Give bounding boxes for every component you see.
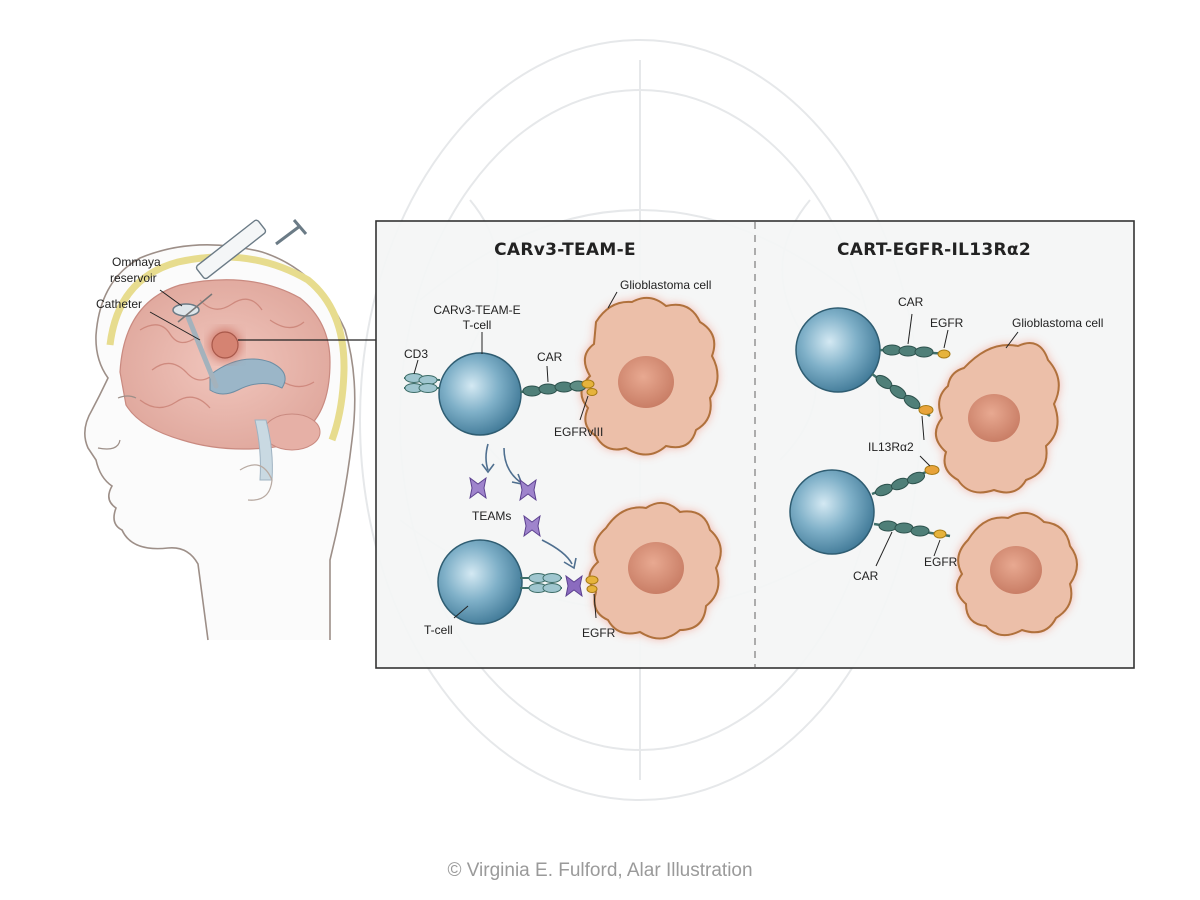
cd3-receptor: [520, 573, 562, 593]
arrow-icon: [481, 443, 577, 570]
tcell-label-line1: CARv3-TEAM-E: [433, 303, 520, 317]
teams-label: TEAMs: [472, 509, 511, 523]
cd3-label: CD3: [404, 347, 428, 361]
glioblastoma-cell: [580, 296, 719, 456]
tcell-label: T-cell: [424, 623, 453, 637]
egfr-antigen: [585, 575, 599, 593]
egfr-label-top: EGFR: [930, 316, 964, 330]
egfrviii-antigen: [581, 379, 598, 396]
catheter-label: Catheter: [96, 297, 142, 311]
cd3-receptor: [403, 373, 441, 393]
egfr-label: EGFR: [582, 626, 616, 640]
car-label-bottom: CAR: [853, 569, 879, 583]
glioblastoma-cell: [588, 501, 722, 640]
car-t-cell: [789, 469, 875, 555]
ommaya-device: [149, 219, 376, 389]
t-cell: [437, 539, 523, 625]
car-receptor: [871, 465, 940, 497]
car-label-top: CAR: [898, 295, 924, 309]
car-receptor: [879, 344, 951, 359]
reservoir-label: reservoir: [110, 271, 157, 285]
left-panel-title: CARv3-TEAM-E: [494, 240, 636, 260]
glioblastoma-label: Glioblastoma cell: [620, 278, 711, 292]
right-panel-title: CART-EGFR-IL13Rα2: [837, 240, 1031, 260]
head-profile: [84, 243, 356, 641]
egfrviii-label: EGFRvIII: [554, 425, 603, 439]
car-receptor: [871, 372, 934, 418]
car-label: CAR: [537, 350, 563, 364]
team-molecule: [469, 476, 541, 538]
team-molecule: [565, 574, 583, 598]
glioblastoma-label-right: Glioblastoma cell: [1012, 316, 1103, 330]
syringe-icon: [177, 219, 308, 323]
car-receptor: [873, 520, 951, 539]
car-t-cell: [438, 352, 522, 436]
leader-lines: [413, 291, 618, 619]
car-t-cell: [795, 307, 881, 393]
glioblastoma-cell: [955, 511, 1078, 637]
car-receptor: [519, 380, 587, 397]
credit-text: © Virginia E. Fulford, Alar Illustration: [447, 860, 752, 881]
egfr-label-bottom: EGFR: [924, 555, 958, 569]
il13-label: IL13Rα2: [868, 440, 914, 454]
tcell-label-line2: T-cell: [463, 318, 492, 332]
ommaya-label: Ommaya: [112, 255, 161, 269]
leader-lines: [875, 313, 1019, 567]
glioblastoma-cell: [935, 342, 1060, 494]
